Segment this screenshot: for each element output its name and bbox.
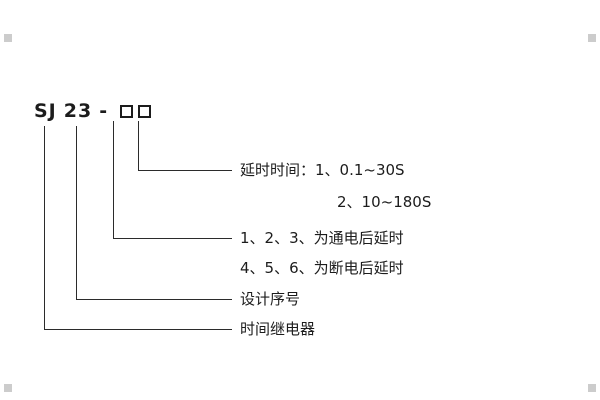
model-series-number: 23 — [63, 100, 93, 122]
delay-time-option2-label: 2、10~180S — [337, 193, 432, 211]
leader-line-design-serial-vertical — [76, 126, 77, 299]
leader-line-relay-type-horizontal — [44, 329, 232, 330]
power-off-delay-label: 4、5、6、为断电后延时 — [240, 259, 404, 277]
design-serial-label: 设计序号 — [240, 290, 301, 308]
leader-line-design-serial-horizontal — [76, 299, 232, 300]
leader-line-delay-time-horizontal — [138, 170, 232, 171]
leader-line-delay-mode-horizontal — [113, 238, 232, 239]
delay-time-label: 延时时间：1、0.1~30S — [240, 161, 405, 179]
corner-mark-top-left — [4, 34, 12, 42]
delay-mode-placeholder-box — [120, 104, 134, 118]
relay-type-label: 时间继电器 — [240, 320, 316, 338]
model-code: SJ 23 - — [34, 100, 152, 122]
leader-line-relay-type-vertical — [44, 126, 45, 329]
corner-mark-bottom-right — [588, 384, 596, 392]
delay-range-placeholder-box — [138, 104, 152, 118]
model-prefix: SJ — [34, 100, 57, 122]
leader-line-delay-time-vertical — [138, 121, 139, 170]
power-on-delay-label: 1、2、3、为通电后延时 — [240, 229, 404, 247]
corner-mark-top-right — [588, 34, 596, 42]
leader-line-delay-mode-vertical — [113, 121, 114, 238]
corner-mark-bottom-left — [4, 384, 12, 392]
model-separator: - — [99, 100, 109, 122]
